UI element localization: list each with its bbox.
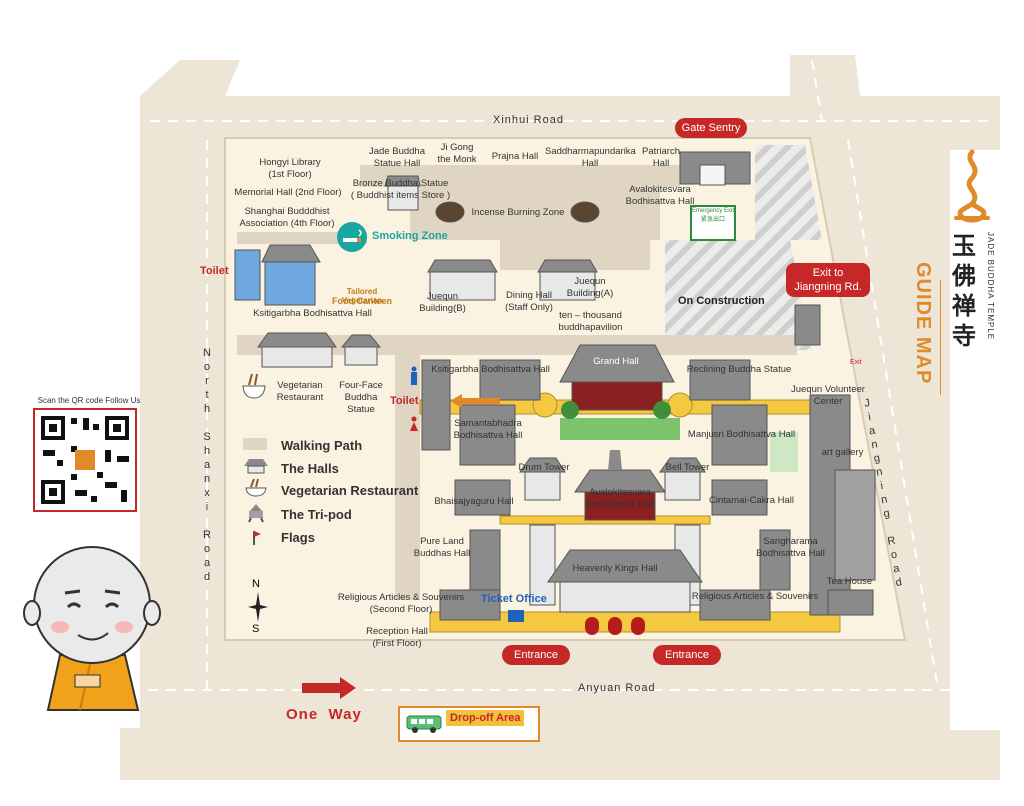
vegetarian-restaurant-icon [240, 372, 268, 400]
temple-name-english-wrap: JADE BUDDHA TEMPLE [985, 232, 997, 362]
label-juequn-a: Juequn Building(A) [566, 276, 614, 299]
label-toilet-center: Toilet [390, 395, 419, 407]
compass: N S [248, 578, 268, 638]
label-tea-house: Tea House [826, 576, 873, 587]
legend-vegetarian: Vegetarian Restaurant [281, 483, 419, 498]
legend-tripod: The Tri-pod [281, 507, 352, 522]
label-ten-thousand: ten – thousand buddhapavilion [558, 310, 623, 333]
label-avalokitesvara-center: Avalokitesvara Bodhisattva Hall [585, 487, 655, 510]
label-heavenly-kings: Heavenly Kings Hall [572, 563, 658, 574]
one-way-arrow [302, 677, 356, 699]
gate-sentry-button[interactable]: Gate Sentry [675, 118, 747, 138]
label-memorial-hall: Memorial Hall (2nd Floor) [234, 187, 342, 198]
emergency-exit-sign: Emergency Exit 紧急出口 [690, 205, 736, 241]
label-juequn-b: Juequn Building(B) [419, 291, 466, 314]
guide-map-title-wrap: GUIDE MAP [908, 262, 936, 392]
compass-north: N [252, 578, 260, 590]
label-incense-zone: Incense Burning Zone [471, 207, 565, 218]
label-drum-tower: Drum Tower [518, 462, 570, 473]
label-bronze-buddha: Bronze Buddha Statue ( Buddhist items St… [350, 178, 451, 201]
label-grand-hall: Grand Hall [593, 356, 639, 367]
male-toilet-icon [410, 366, 418, 386]
label-buddhist-association: Shanghai Budddhist Association (4th Floo… [239, 206, 335, 229]
entrance-right-button[interactable]: Entrance [653, 645, 721, 665]
qr-caption: Scan the QR code Follow Us [37, 396, 141, 405]
road-south: Anyuan Road [578, 682, 656, 694]
smoking-zone-icon [337, 222, 367, 252]
title-divider [940, 280, 941, 395]
label-cintamani: Cintamai-Cakra Hall [709, 495, 794, 506]
one-way-label: One Way [286, 706, 362, 723]
female-toilet-icon [410, 416, 418, 436]
label-reclining-buddha: Reclining Buddha Statue [686, 364, 792, 375]
label-hongyi-library: Hongyi Library (1st Floor) [259, 157, 321, 180]
legend-walking-path: Walking Path [281, 438, 363, 453]
temple-logo [952, 148, 992, 228]
label-ksitigarbha-upper: Ksitigarbha Bodhisattva Hall [253, 308, 372, 319]
compass-star-icon [248, 592, 268, 622]
label-religious-left: Religious Articles & Souvenirs (Second F… [337, 592, 465, 615]
label-food-canteen-1: Tailored Vegetarian [341, 287, 383, 305]
label-reception-hall: Reception Hall (First Floor) [366, 626, 428, 649]
label-pure-land: Pure Land Buddhas Hall [413, 536, 471, 559]
drop-off-label: Drop-off Area [446, 710, 525, 726]
label-on-construction: On Construction [678, 295, 765, 307]
label-ji-gong: Ji Gong the Monk [437, 142, 477, 165]
label-smoking-zone: Smoking Zone [372, 230, 448, 242]
label-toilet-left: Toilet [200, 265, 229, 277]
road-north: Xinhui Road [493, 114, 564, 126]
legend-halls: The Halls [281, 461, 339, 476]
temple-name-chinese: 玉佛禅寺 [952, 233, 976, 350]
label-vegetarian-restaurant: Vegetarian Restaurant [276, 380, 324, 403]
label-religious-right: Religious Articles & Souvenirs [691, 591, 819, 602]
monk-mascot [20, 535, 165, 715]
noodle-bowl-icon [243, 478, 269, 503]
drop-off-area[interactable]: Drop-off Area [398, 706, 540, 742]
label-juequn-volunteer: Juequn Volunteer Center [791, 384, 865, 407]
compass-south: S [252, 623, 260, 635]
label-exit-small: Exit [850, 359, 862, 366]
label-food-canteen-2: Food Canteen [332, 296, 392, 306]
label-ksitigarbha-lower: Ksitigarbha Bodhisattva Hall [431, 364, 550, 375]
temple-name-english: JADE BUDDHA TEMPLE [986, 232, 995, 341]
tripod-icon [243, 503, 269, 528]
label-jade-buddha-statue-hall: Jade Buddha Statue Hall [369, 146, 425, 169]
label-samantabhadra: Samantabhadra Bodhisattva Hall [453, 418, 523, 441]
hall-icon [243, 458, 269, 479]
label-bell-tower: Bell Tower [665, 462, 710, 473]
label-ticket-office: Ticket Office [481, 593, 547, 605]
walking-path-swatch [243, 438, 267, 450]
label-four-face: Four-Face Buddha Statue [339, 380, 383, 415]
label-bhaisajyaguru: Bhaisajyaguru Hall [434, 496, 514, 507]
label-prajna-hall: Prajna Hall [491, 151, 539, 162]
label-manjusri: Manjusri Bodhisattva Hall [687, 429, 796, 440]
entrance-left-button[interactable]: Entrance [502, 645, 570, 665]
flag-icon [243, 530, 269, 551]
label-saddharma: Saddharmapundarika Hall [545, 146, 636, 169]
label-patriarch-hall: Patriarch Hall [641, 146, 680, 169]
label-avalokitesvara-top: Avalokitesvara Bodhisattva Hall [625, 184, 695, 207]
qr-code[interactable] [33, 408, 137, 512]
label-art-gallery: art gallery [821, 447, 864, 458]
guide-map-title: GUIDE MAP [912, 262, 934, 385]
bus-icon [406, 715, 442, 733]
legend-flags: Flags [281, 530, 315, 545]
label-dining-hall: Dining Hall (Staff Only) [505, 290, 553, 313]
exit-jiangning-button[interactable]: Exit to Jiangning Rd. [786, 263, 870, 297]
ticket-icon [508, 610, 524, 622]
construction-zone [665, 240, 812, 350]
label-sangharama: Sangharama Bodhisattva Hall [756, 536, 825, 559]
